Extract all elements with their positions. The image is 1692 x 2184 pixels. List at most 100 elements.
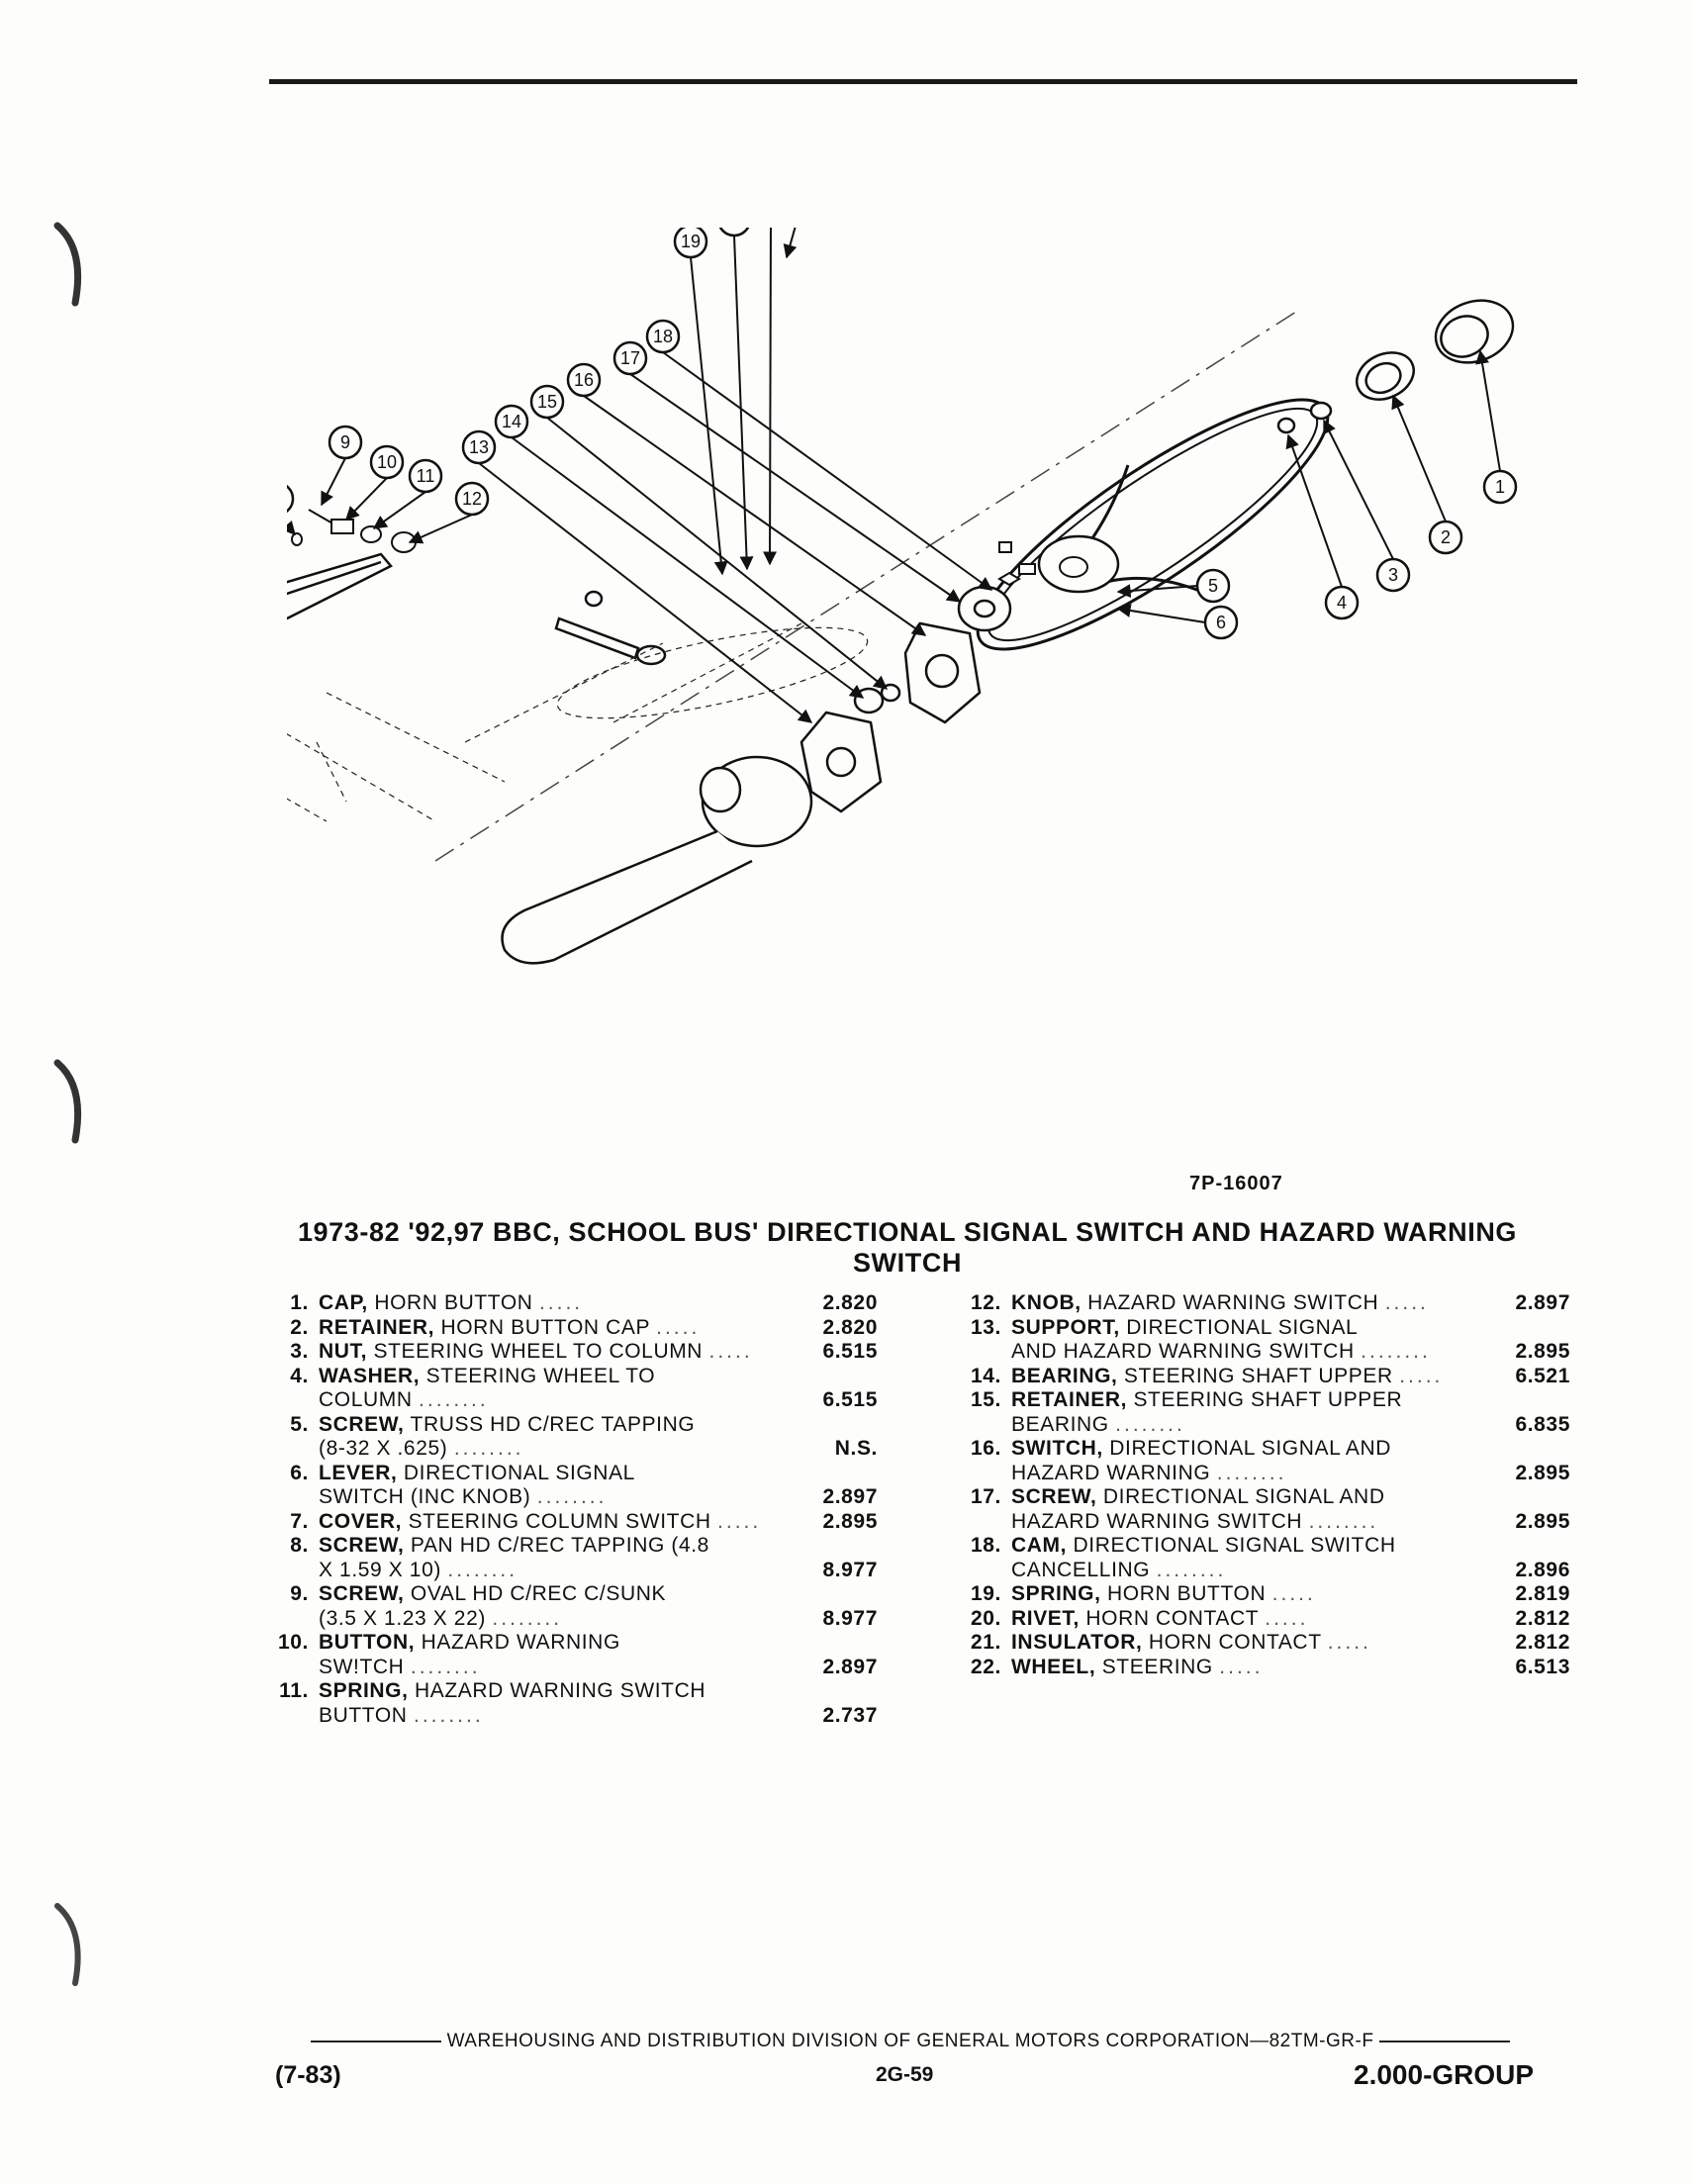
part-description-cont: BEARING — [1011, 1412, 1109, 1436]
part-text: BEARING, STEERING SHAFT UPPER ..... — [1011, 1364, 1444, 1387]
part-number: 14. — [971, 1364, 1001, 1387]
part-description-cont: CANCELLING — [1011, 1558, 1151, 1581]
footer-page-number: 2G-59 — [876, 2063, 934, 2086]
part-name: RETAINER, — [319, 1315, 435, 1339]
part-name: WHEEL, — [1011, 1655, 1096, 1678]
group-code: 2.820 — [822, 1315, 878, 1339]
svg-text:15: 15 — [537, 392, 557, 412]
part-name: SCREW, — [319, 1534, 405, 1557]
group-code: 2.897 — [1515, 1291, 1570, 1314]
part-name: SWITCH, — [1011, 1437, 1103, 1460]
part-number: 9. — [290, 1582, 309, 1605]
svg-text:10: 10 — [377, 452, 397, 472]
part-number: 11. — [279, 1679, 309, 1702]
footer-publisher: WAREHOUSING AND DISTRIBUTION DIVISION OF… — [279, 2031, 1542, 2052]
group-code: 2.812 — [1515, 1606, 1570, 1630]
group-code: 8.977 — [822, 1606, 878, 1630]
parts-list-item: 22.WHEEL, STEERING .....6.513 — [952, 1656, 1585, 1680]
callout-16: 16 — [566, 362, 602, 398]
parts-list-item: 19.SPRING, HORN BUTTON .....2.819 — [952, 1582, 1585, 1607]
footer-date: (7-83) — [275, 2061, 341, 2089]
part-description-cont: (8-32 X .625) — [319, 1437, 448, 1460]
part-name: BUTTON, — [319, 1631, 416, 1654]
group-code: 6.515 — [822, 1388, 878, 1411]
svg-text:1: 1 — [1495, 477, 1505, 497]
part-number: 10. — [278, 1631, 309, 1654]
parts-list-item: 1.CAP, HORN BUTTON .....2.820 — [259, 1291, 893, 1316]
footer-publisher-text: WAREHOUSING AND DISTRIBUTION DIVISION OF… — [446, 2031, 1374, 2051]
centerline — [434, 311, 1297, 862]
part-description: DIRECTIONAL SIGNAL SWITCH — [1073, 1534, 1396, 1557]
part-number: 20. — [971, 1606, 1001, 1630]
part-description: HAZARD WARNING SWITCH — [415, 1679, 706, 1702]
callout-2: 2 — [1428, 520, 1463, 555]
part-number: 17. — [971, 1485, 1001, 1508]
group-code: 6.513 — [1515, 1655, 1570, 1678]
part-name: INSULATOR, — [1011, 1631, 1143, 1654]
part-text: INSULATOR, HORN CONTACT ..... — [1011, 1631, 1371, 1654]
bearing-and-retainer — [853, 683, 901, 714]
exploded-view-diagram: 1 2 3 4 5 6 7 8 9 10 11 12 13 14 15 16 1… — [206, 164, 1544, 1039]
cancelling-cam — [957, 585, 1012, 632]
group-code: 2.819 — [1515, 1582, 1570, 1605]
footer-rule-left — [310, 2040, 441, 2042]
part-description-cont: AND HAZARD WARNING SWITCH — [1011, 1340, 1355, 1363]
binder-hole-mark — [51, 1900, 91, 1989]
part-text: RETAINER, HORN BUTTON CAP ..... — [319, 1315, 701, 1339]
part-number: 6. — [290, 1461, 309, 1484]
group-code: 2.895 — [1515, 1509, 1570, 1533]
part-name: RIVET, — [1011, 1606, 1080, 1630]
svg-text:5: 5 — [1208, 576, 1218, 596]
part-name: SCREW, — [1011, 1485, 1097, 1508]
top-rule — [269, 79, 1577, 84]
group-code: 2.895 — [1515, 1340, 1570, 1363]
part-description: HORN BUTTON — [1107, 1582, 1267, 1605]
part-description-cont: SWITCH (INC KNOB) — [319, 1485, 531, 1508]
part-description-cont: BUTTON — [319, 1703, 408, 1727]
svg-text:12: 12 — [462, 489, 482, 509]
part-description: OVAL HD C/REC C/SUNK — [410, 1582, 667, 1605]
part-text: SPRING, HORN BUTTON ..... — [1011, 1582, 1316, 1605]
group-code: 2.897 — [822, 1485, 878, 1508]
callout-20: 20 — [716, 202, 752, 237]
part-description-cont: HAZARD WARNING SWITCH — [1011, 1509, 1303, 1533]
part-description: DIRECTIONAL SIGNAL AND — [1109, 1437, 1391, 1460]
part-description-cont: (3.5 X 1.23 X 22) — [319, 1606, 486, 1630]
part-number: 16. — [971, 1437, 1001, 1460]
part-description: HORN BUTTON — [374, 1291, 533, 1314]
part-text: RIVET, HORN CONTACT ..... — [1011, 1606, 1309, 1630]
horn-contact-parts — [997, 541, 1036, 587]
part-number: 22. — [971, 1655, 1001, 1678]
cap-retainer — [1356, 351, 1415, 401]
parts-list-item: 14.BEARING, STEERING SHAFT UPPER .....6.… — [952, 1365, 1585, 1389]
part-name: SUPPORT, — [1011, 1315, 1120, 1339]
part-name: WASHER, — [319, 1364, 421, 1387]
svg-text:16: 16 — [574, 370, 594, 390]
part-description-cont: SW!TCH — [319, 1655, 405, 1678]
page-title: 1973-82 '92,97 BBC, SCHOOL BUS' DIRECTIO… — [297, 1217, 1518, 1278]
part-name: CAP, — [319, 1291, 368, 1314]
svg-text:19: 19 — [681, 232, 701, 251]
part-number: 21. — [971, 1631, 1001, 1654]
callout-10: 10 — [369, 444, 405, 480]
directional-lever — [554, 590, 667, 666]
svg-text:18: 18 — [653, 327, 673, 346]
part-name: SCREW, — [319, 1412, 405, 1436]
callout-5: 5 — [1195, 568, 1231, 604]
binder-hole-mark — [51, 1057, 91, 1146]
part-number: 7. — [290, 1509, 309, 1533]
part-name: COVER, — [319, 1509, 403, 1533]
part-number: 13. — [971, 1315, 1001, 1339]
part-description-cont: COLUMN — [319, 1388, 413, 1411]
parts-list-item: 2.RETAINER, HORN BUTTON CAP .....2.820 — [259, 1316, 893, 1341]
part-number: 4. — [290, 1364, 309, 1387]
part-description-cont: X 1.59 X 10) — [319, 1558, 441, 1581]
